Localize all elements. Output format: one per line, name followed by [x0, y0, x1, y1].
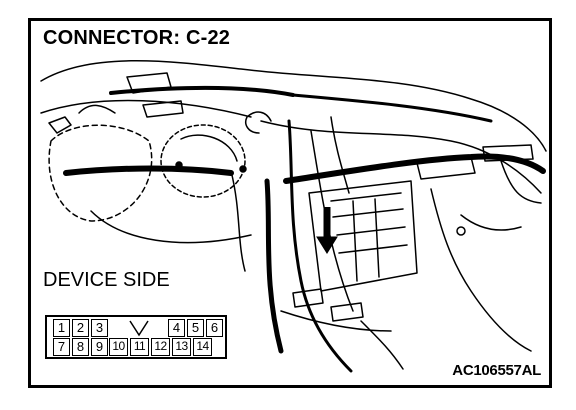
pin-10: 10 — [109, 338, 128, 356]
pin-12: 12 — [151, 338, 170, 356]
pin-7: 7 — [53, 338, 70, 356]
relay-block — [308, 180, 418, 292]
pin-1: 1 — [53, 319, 70, 337]
diagram-frame: CONNECTOR: C-22 DEVICE SIDE 1 2 3 4 5 6 … — [28, 18, 552, 388]
pin-3: 3 — [91, 319, 108, 337]
down-arrow-icon — [316, 207, 338, 254]
pin-13: 13 — [172, 338, 191, 356]
pin-14: 14 — [193, 338, 212, 356]
diagram-code: AC106557AL — [452, 362, 541, 379]
main-harness — [63, 165, 234, 176]
pin-5: 5 — [187, 319, 204, 337]
v-key-icon — [129, 320, 149, 337]
dashboard-harness-illustration — [40, 60, 547, 373]
device-side-label: DEVICE SIDE — [43, 269, 170, 291]
dashboard-outline — [40, 60, 547, 152]
pin-11: 11 — [130, 338, 149, 356]
pin-2: 2 — [72, 319, 89, 337]
pin-8: 8 — [72, 338, 89, 356]
pin-4: 4 — [168, 319, 185, 337]
pin-9: 9 — [91, 338, 108, 356]
connector-face: 1 2 3 4 5 6 7 8 9 10 11 12 13 14 — [45, 315, 227, 359]
page-title: CONNECTOR: C-22 — [43, 27, 231, 49]
gauge-cluster — [48, 124, 153, 222]
pin-6: 6 — [206, 319, 223, 337]
